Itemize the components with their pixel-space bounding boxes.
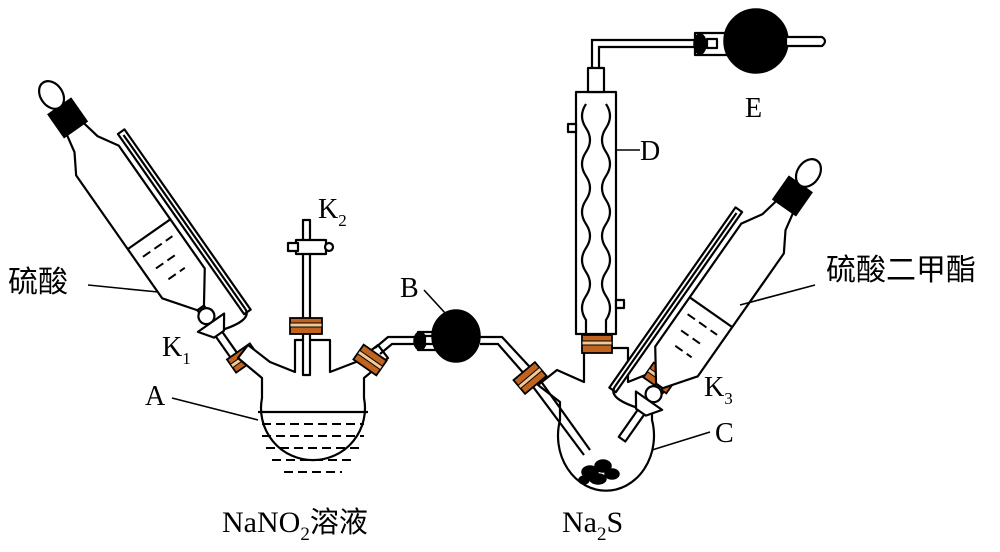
three-neck-flask-a [236,338,390,473]
leader-line-dimethyl-sulfate [739,284,816,306]
label-flask-c-contents: Na2S [562,506,623,545]
label-c: C [715,418,734,449]
outlet-tube [590,38,698,68]
drying-tube-b [413,289,481,363]
label-flask-a-contents: NaNO2溶液 [222,505,368,545]
joint-stopper-flask-c-center [581,334,613,354]
label-k1: K1 [162,332,191,368]
drying-tube-e [693,8,827,74]
label-d: D [640,136,660,167]
valve-k2-assembly [286,218,335,377]
label-sulfuric-acid: 硫酸 [8,265,68,300]
leader-line-c [651,431,711,451]
joint-stopper-flask-c-left [512,360,548,396]
joint-stopper-flask-a-right [352,343,388,377]
label-dimethyl-sulfate: 硫酸二甲酯 [826,253,976,288]
separatory-funnel-left [37,80,252,365]
na2s-solid [578,459,620,485]
label-e: E [745,93,762,124]
condenser-d [566,66,640,336]
label-k2: K2 [318,194,347,230]
label-k3: K3 [704,372,733,408]
label-b: B [400,273,419,304]
leader-line-a [171,397,259,421]
label-a: A [145,381,166,412]
connecting-tube [374,335,541,385]
leader-line-sulfuric-acid [87,284,159,293]
separatory-funnel-right [608,158,823,443]
